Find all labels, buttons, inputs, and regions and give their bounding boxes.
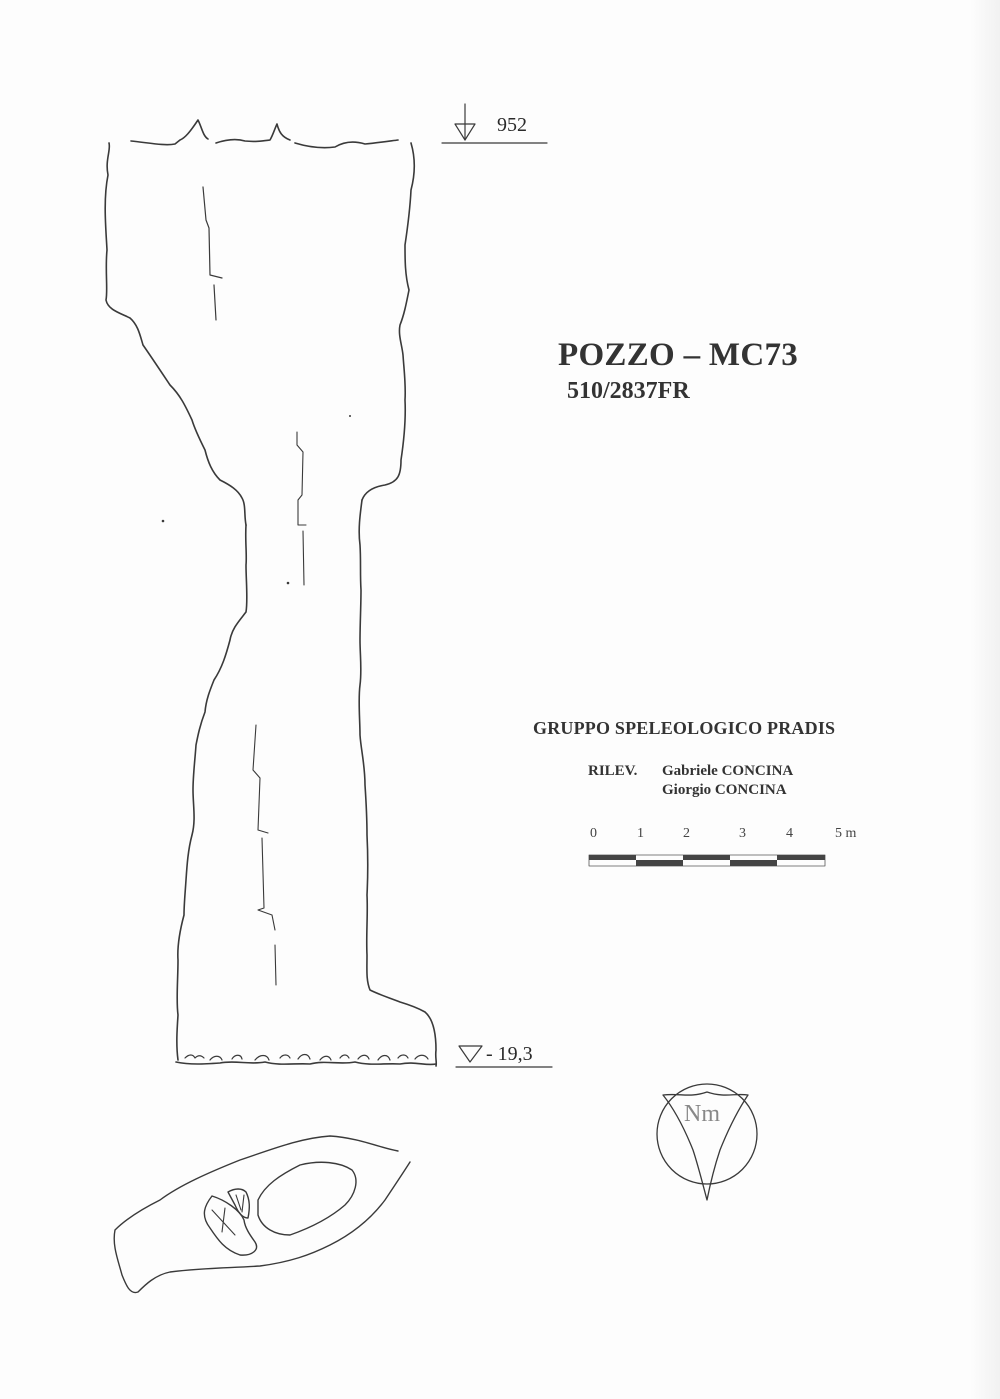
shaft-section-outline [104, 119, 438, 1067]
scale-tick-label: 5 m [835, 826, 857, 841]
scale-bar [588, 854, 826, 867]
scale-tick-label: 3 [739, 826, 746, 841]
survey-group-name: GRUPPO SPELEOLOGICO PRADIS [533, 718, 836, 738]
magnetic-north-icon [656, 1083, 758, 1201]
cadastre-number: 510/2837FR [567, 378, 690, 404]
surveyor-name: Giorgio CONCINA [662, 782, 787, 798]
surveyor-name: Gabriele CONCINA [662, 763, 794, 779]
plan-view-outline [113, 1135, 411, 1294]
bottom-depth-marker [455, 1045, 553, 1068]
scale-tick-label: 0 [590, 826, 597, 841]
scale-tick-label: 1 [637, 826, 644, 841]
cave-title: POZZO – MC73 [558, 337, 799, 373]
scale-tick-label: 2 [683, 826, 690, 841]
scale-tick-label: 4 [786, 826, 793, 841]
entrance-elevation-label: 952 [497, 114, 527, 136]
surveyed-by-label: RILEV. [588, 763, 638, 779]
entrance-elevation-marker [441, 103, 548, 144]
north-arrow-label: Nm [684, 1101, 720, 1127]
bottom-depth-label: - 19,3 [486, 1043, 533, 1065]
scanned-page-edge [970, 0, 1000, 1399]
